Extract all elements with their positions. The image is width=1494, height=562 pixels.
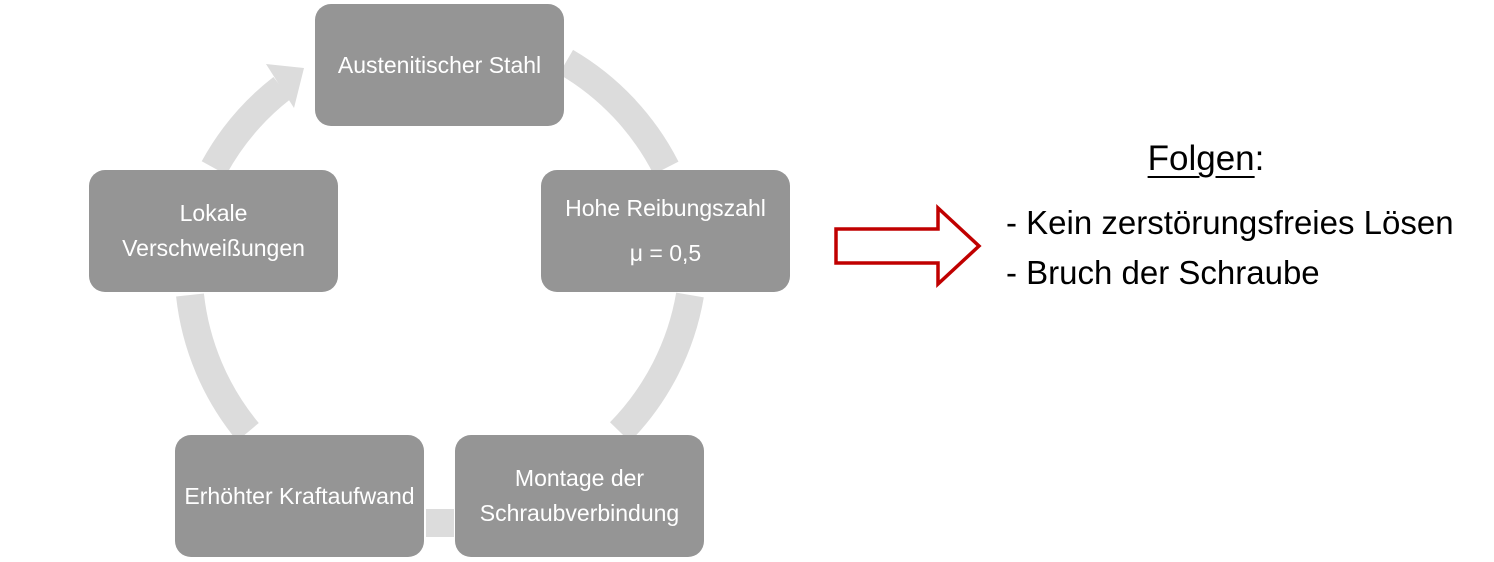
node-label: Montage der Schraubverbindung [479,465,680,526]
node-label: Erhöhter Kraftaufwand [184,482,415,509]
cycle-node-austenitic-steel: Austenitischer Stahl [315,4,564,126]
node-sub-label: μ = 0,5 [629,240,702,266]
cycle-node-local-welding: Lokale Verschweißungen [89,170,338,292]
consequences-title-text: Folgen [1147,139,1255,178]
cycle-node-high-friction: Hohe Reibungszahl μ = 0,5 [541,170,790,292]
consequences-panel: Folgen: - Kein zerstörungsfreies Lösen -… [1006,134,1486,298]
node-label: Austenitischer Stahl [337,51,542,78]
ring-arc-welding-to-austenitic [201,76,291,175]
consequences-title-colon: : [1254,139,1265,178]
cycle-ring [176,49,704,537]
consequences-title: Folgen: [966,134,1446,184]
node-label: Lokale Verschweißungen [122,200,305,261]
list-item: - Bruch der Schraube [1006,254,1320,291]
ring-arrowhead [266,64,304,108]
ring-arc-force-to-welding [176,293,259,441]
ring-arc-austenitic-to-friction [558,49,679,175]
list-item: - Kein zerstörungsfreies Lösen [1006,204,1454,241]
result-arrow-icon [834,204,982,288]
consequences-list: - Kein zerstörungsfreies Lösen - Bruch d… [1006,198,1486,298]
ring-arc-friction-to-assembly [609,292,704,442]
node-label: Hohe Reibungszahl [565,195,766,221]
cycle-node-increased-force: Erhöhter Kraftaufwand [175,435,424,557]
cycle-node-assembly: Montage der Schraubverbindung [455,435,704,557]
